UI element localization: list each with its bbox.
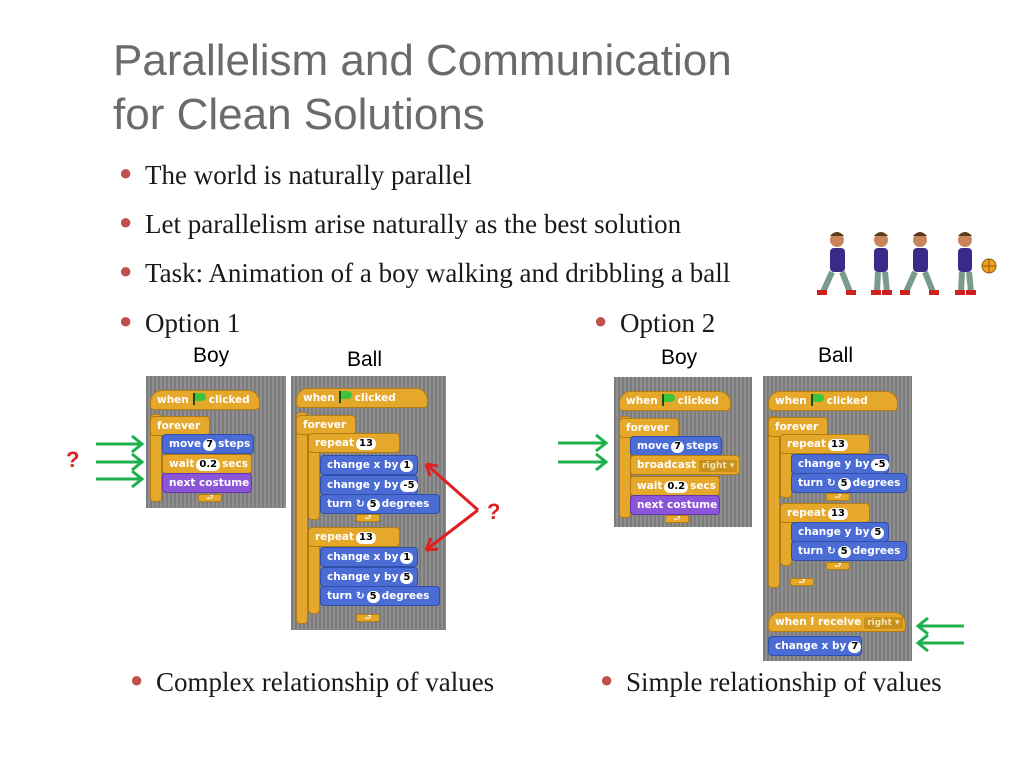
forever-arm — [296, 412, 308, 624]
bullet-3: ●Task: Animation of a boy walking and dr… — [119, 258, 731, 288]
green-flag-icon — [661, 394, 675, 406]
boy-sprite-4 — [955, 232, 976, 295]
boy-sprite-2 — [871, 232, 892, 295]
green-flag-icon — [192, 393, 206, 405]
green-arrows-option-2-boy — [558, 434, 609, 472]
repeat-end: ⮐ — [356, 614, 380, 622]
bullet-1: ●The world is naturally parallel — [119, 160, 472, 190]
option-2-ball-label: Ball — [818, 344, 854, 367]
turn-right-icon: ↻ — [355, 590, 365, 602]
option-1-label: ●Option 1 — [119, 308, 241, 338]
title-line-1: Parallelism and Communication — [113, 36, 732, 85]
receive-message-dropdown[interactable]: right ▾ — [864, 617, 903, 629]
green-arrows-left — [96, 434, 145, 488]
broadcast-message-dropdown[interactable]: right ▾ — [699, 460, 738, 472]
forever-end: ⮐ — [665, 515, 689, 523]
title-line-2: for Clean Solutions — [113, 90, 485, 139]
option-2-label: ●Option 2 — [594, 308, 716, 338]
forever-end: ⮐ — [198, 494, 222, 502]
boy-sprite-3 — [900, 232, 939, 295]
forever-arm — [768, 416, 780, 588]
forever-end: ⮐ — [790, 578, 814, 586]
forever-block[interactable]: forever — [296, 415, 356, 435]
boy-walking-sprite — [817, 232, 997, 295]
slide-title: Parallelism and Communication for Clean … — [113, 34, 732, 142]
bullet-2: ●Let parallelism arise naturally as the … — [119, 209, 682, 239]
green-arrows-option-2-ball — [915, 617, 964, 653]
question-mark-left: ? — [66, 447, 80, 472]
repeat-end: ⮐ — [826, 562, 850, 570]
forever-block[interactable]: forever — [150, 416, 210, 436]
forever-arm — [150, 414, 162, 502]
change-y-block-1[interactable]: change y by-5 — [320, 475, 418, 495]
next-costume-block[interactable]: next costume — [162, 473, 252, 493]
next-costume-block[interactable]: next costume — [630, 495, 720, 515]
red-arrows — [424, 462, 479, 552]
question-mark-right: ? — [487, 499, 501, 524]
option-1-boy-label: Boy — [193, 344, 230, 367]
repeat-arm — [308, 446, 320, 520]
turn-right-icon: ↻ — [355, 498, 365, 510]
basketball-icon — [981, 258, 997, 274]
repeat-end: ⮐ — [826, 493, 850, 501]
turn-right-icon: ↻ — [826, 545, 836, 557]
green-flag-icon — [338, 391, 352, 403]
option-2-summary: ●Simple relationship of values — [600, 667, 942, 697]
forever-block[interactable]: forever — [619, 418, 679, 438]
boy-sprite-1 — [817, 232, 856, 295]
repeat-arm — [308, 540, 320, 614]
turn-right-icon: ↻ — [826, 477, 836, 489]
change-y-block-1[interactable]: change y by-5 — [791, 454, 889, 474]
green-flag-icon — [810, 394, 824, 406]
repeat-end: ⮐ — [356, 514, 380, 522]
option-2-boy-label: Boy — [661, 346, 698, 369]
option-1-summary: ●Complex relationship of values — [130, 667, 495, 697]
option-1-ball-label: Ball — [347, 348, 383, 371]
